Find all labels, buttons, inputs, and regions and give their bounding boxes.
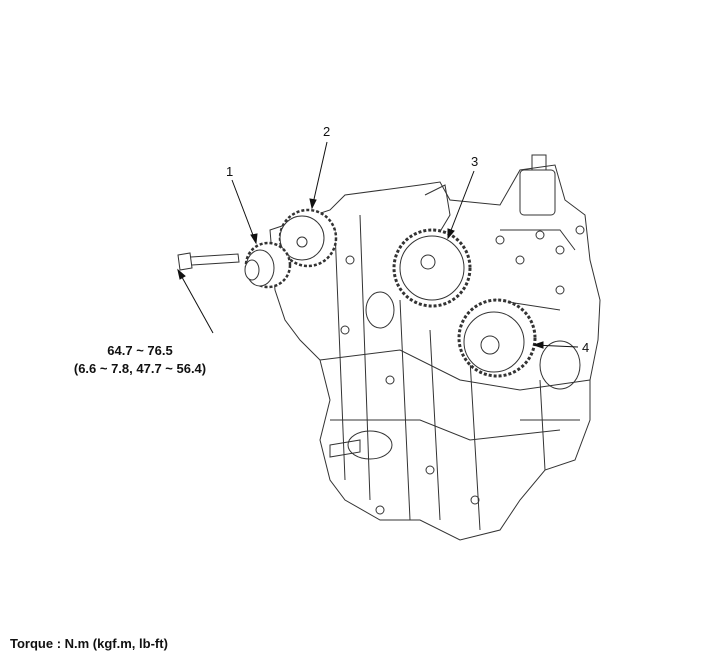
torque-value-nm: 64.7 ~ 76.5	[107, 343, 173, 358]
leader-lines	[177, 141, 579, 349]
callout-3: 3	[471, 154, 479, 169]
torque-value-alt: (6.6 ~ 7.8, 47.7 ~ 56.4)	[73, 361, 207, 376]
bolt	[177, 252, 240, 271]
callout-2: 2	[323, 124, 331, 139]
torque-spec: 64.7 ~ 76.5 (6.6 ~ 7.8, 47.7 ~ 56.4)	[60, 342, 220, 378]
sprocket-2	[278, 208, 338, 268]
sprocket-1	[244, 241, 292, 289]
sprocket-4	[457, 298, 537, 378]
callout-1: 1	[226, 164, 234, 179]
torque-units-note: Torque : N.m (kgf.m, lb-ft)	[10, 636, 168, 651]
sprocket-3	[392, 228, 472, 308]
engine-block	[269, 154, 601, 541]
callout-4: 4	[582, 340, 590, 355]
